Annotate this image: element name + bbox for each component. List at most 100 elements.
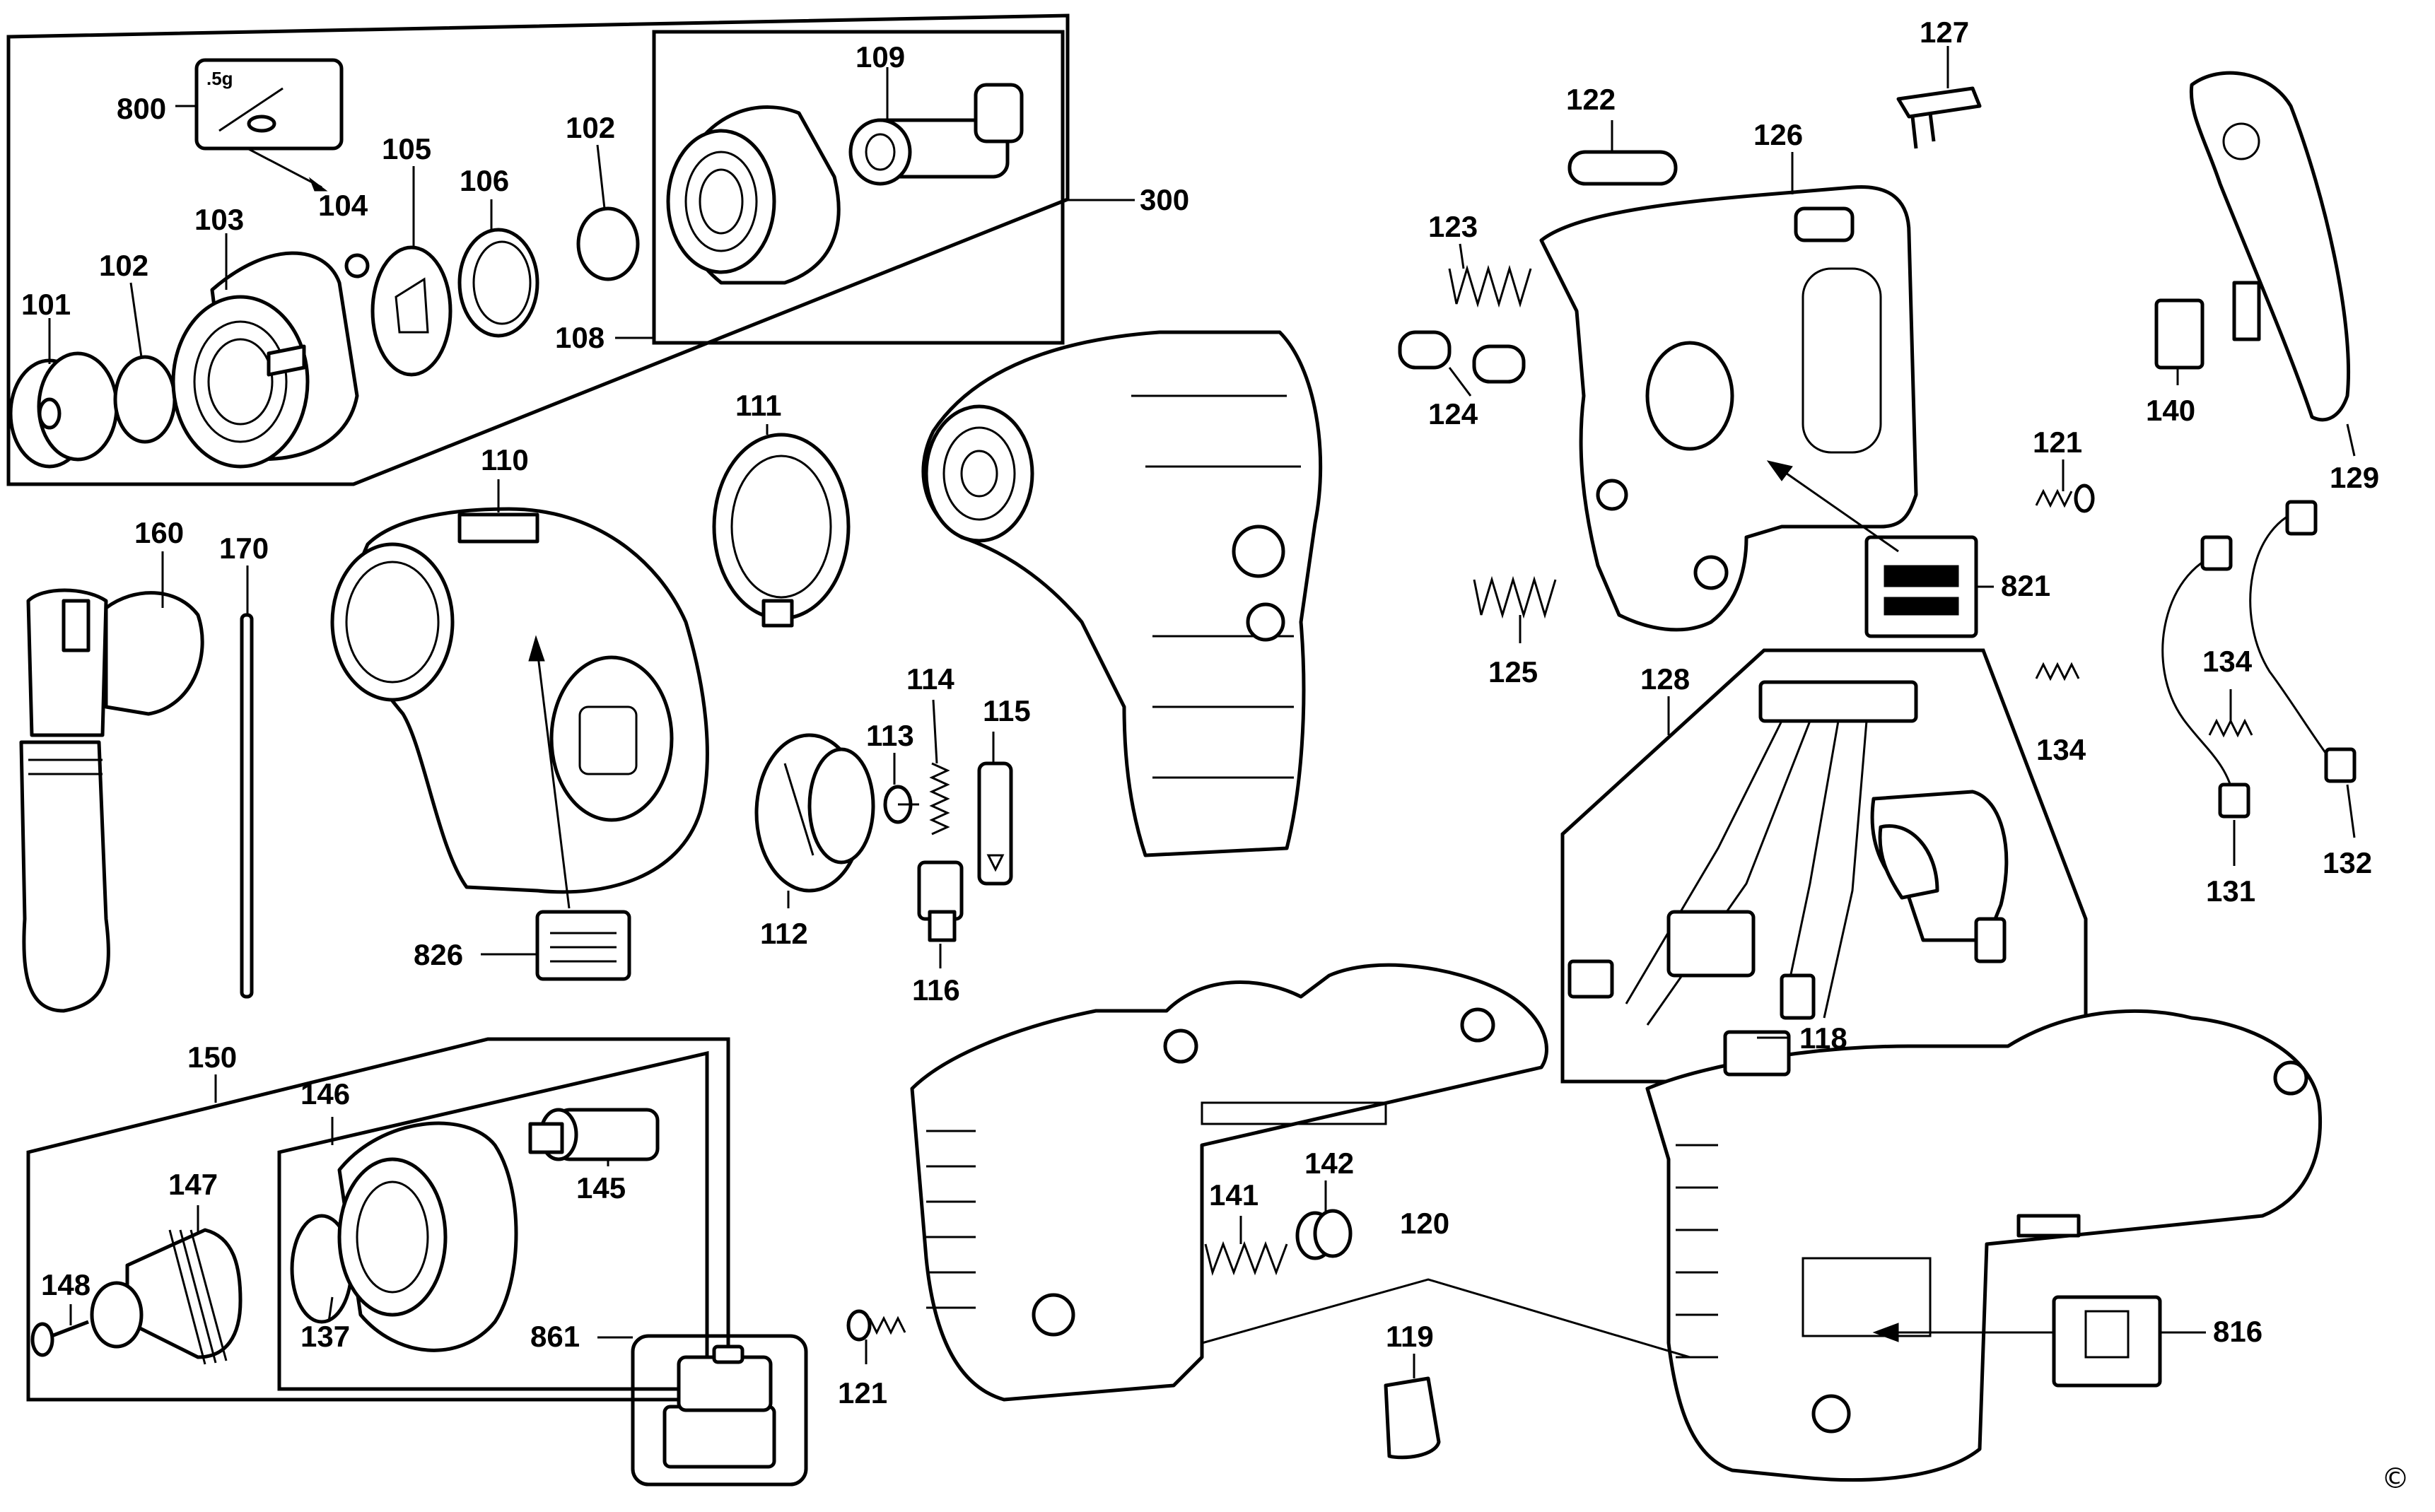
label-170: 170 [219,532,269,565]
ring-102-left [113,355,177,444]
leader-104-arrow [247,147,322,189]
arrow-816 [1872,1323,1899,1342]
label-114: 114 [906,662,954,696]
label-108: 108 [555,321,605,354]
leader-114 [932,699,938,764]
screw-121-upper [2035,484,2095,513]
case-861 [662,1344,776,1469]
leader-137 [327,1296,334,1323]
label-105: 105 [382,132,431,165]
label-137: 137 [300,1320,350,1353]
spindle-145 [528,1108,660,1161]
spring-125 [1473,575,1557,619]
spring-134-wire [2208,718,2253,738]
spindle-109 [848,83,1024,186]
grease-packet-800: .5g [194,58,344,151]
label-141: 141 [1209,1178,1259,1212]
block-140 [2154,298,2205,370]
leader-132 [2346,784,2356,838]
label-126: 126 [1753,118,1803,151]
label-145: 145 [576,1171,626,1205]
chuck-body-146 [337,1121,518,1352]
gear-housing-110 [330,507,709,894]
clip-119 [1384,1376,1441,1460]
label-122: 122 [1566,83,1616,116]
wiring-harness-128 [1567,680,1918,1077]
pin-122 [1567,150,1678,186]
label-816: 816 [2213,1315,2262,1348]
leader-124 [1448,367,1472,397]
side-handle-160 [19,588,204,1013]
label-125: 125 [1488,655,1538,688]
ball-104 [344,253,370,279]
label-110: 110 [481,443,529,476]
label-111: 111 [735,389,781,422]
label-150: 150 [187,1041,237,1074]
screw-148 [30,1320,89,1357]
label-127: 127 [1920,16,1969,49]
label-134b: 134 [2202,645,2253,678]
spring-134-right [2035,662,2080,681]
trigger-switch-128 [1870,790,2009,963]
label-300: 300 [1140,183,1189,216]
motor-gearbox-core [921,330,1323,857]
arrow-104 [308,177,328,192]
actuator-116 [917,860,964,942]
leader-821-arrow [1781,469,1899,553]
depth-rod-170 [240,613,254,999]
label-128: 128 [1640,662,1690,696]
label-102a: 102 [99,249,148,282]
label-115: 115 [983,694,1031,727]
group-box-109 [652,30,1065,345]
cage-105 [370,245,452,377]
chuck-147 [90,1228,243,1365]
label-861: 861 [530,1320,580,1353]
label-113: 113 [866,719,914,752]
label-132: 132 [2323,846,2372,879]
wire-131 [2161,535,2250,819]
label-103: 103 [194,203,244,236]
ring-102-right [576,206,640,281]
leader-102b [596,144,606,209]
spring-141 [1204,1241,1288,1277]
leader-129 [2346,423,2356,457]
label-112: 112 [760,917,808,950]
label-131: 131 [2206,874,2255,908]
group-box-150 [26,1037,730,1402]
label-826: 826 [414,938,463,971]
label-123: 123 [1428,210,1478,243]
leader-123 [1459,243,1465,269]
washer-101 [8,351,119,469]
ring-106 [457,228,539,338]
label-142: 142 [1304,1147,1354,1180]
label-109: 109 [856,40,905,74]
wire-132 [2249,500,2357,783]
copyright-mark: © [2381,1463,2410,1495]
pins-124 [1398,330,1526,384]
label-106: 106 [460,164,509,197]
label-147: 147 [168,1168,218,1201]
label-148: 148 [41,1268,90,1301]
label-119: 119 [1386,1320,1434,1353]
collar-111 [712,433,851,628]
label-118: 118 [1799,1021,1847,1055]
label-104: 104 [318,189,368,222]
label-116: 116 [912,973,960,1007]
leader-102a [129,282,143,358]
slider-115 [977,761,1013,886]
group-box-128 [1560,648,2088,1084]
arrow-826 [528,635,545,662]
label-160: 160 [134,516,184,549]
arrow-821 [1766,460,1793,481]
spring-123 [1448,264,1532,308]
leader-120 [1201,1278,1691,1359]
chuck-assembly-300 [666,105,841,285]
label-140: 140 [2146,394,2195,427]
label-821 [1864,535,1978,638]
handle-half-126 [1539,184,1918,632]
grip-cover-129 [2189,71,2351,422]
label-821: 821 [2001,569,2050,602]
bushing-142 [1295,1209,1353,1260]
label-102b: 102 [566,111,615,144]
label-121a: 121 [2033,426,2082,459]
